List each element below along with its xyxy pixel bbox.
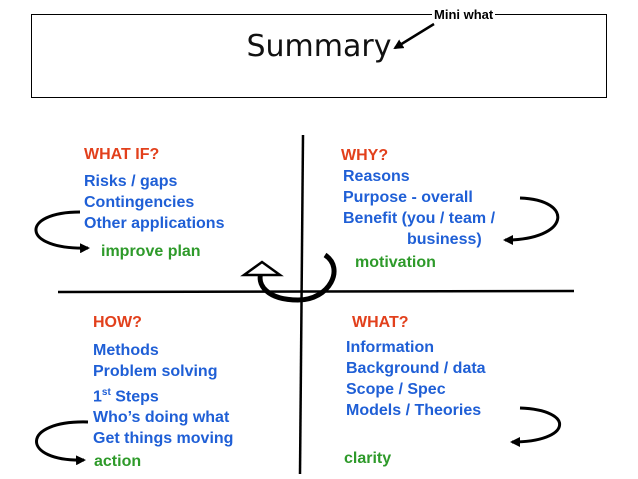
how-item: 1st Steps bbox=[93, 382, 233, 407]
why-heading: WHY? bbox=[341, 147, 389, 164]
how-item: Methods bbox=[93, 342, 159, 359]
why-outcome: motivation bbox=[355, 254, 436, 271]
title-box: Summary bbox=[31, 14, 607, 98]
what-heading: WHAT? bbox=[352, 314, 409, 331]
what-item: Scope / Spec bbox=[346, 381, 446, 398]
how-item-number: 1 bbox=[93, 388, 102, 406]
center-cycle-arrowhead bbox=[240, 260, 284, 277]
how-item-rest: Steps bbox=[110, 388, 159, 406]
what-item: Background / data bbox=[346, 360, 486, 377]
mini-note-arrow bbox=[393, 22, 435, 50]
how-heading: HOW? bbox=[93, 314, 142, 331]
what-outcome: clarity bbox=[344, 450, 392, 467]
how-items: Methods Problem solving 1st Steps Who’s … bbox=[93, 340, 233, 449]
how-curve-arrow bbox=[35, 420, 89, 466]
mini-what-note: Mini what bbox=[432, 7, 496, 22]
how-item: Problem solving bbox=[93, 363, 218, 380]
what-if-item: Other applications bbox=[84, 215, 225, 232]
what-if-item: Risks / gaps bbox=[84, 173, 178, 190]
why-item: Purpose - overall bbox=[343, 189, 473, 206]
what-items: Information Background / data Scope / Sp… bbox=[346, 337, 486, 421]
why-items: Reasons Purpose - overall Benefit (you /… bbox=[343, 166, 495, 250]
what-if-curve-arrow bbox=[34, 210, 90, 254]
what-if-item: Contingencies bbox=[84, 194, 195, 211]
how-item: Who’s doing what bbox=[93, 409, 230, 427]
what-item: Models / Theories bbox=[346, 402, 482, 419]
why-item: business) bbox=[407, 231, 482, 248]
what-if-heading: WHAT IF? bbox=[84, 146, 160, 163]
how-item-ordinal: st bbox=[101, 387, 111, 398]
what-if-items: Risks / gaps Contingencies Other applica… bbox=[84, 171, 224, 234]
how-item: Get things moving bbox=[93, 430, 234, 448]
what-if-outcome: improve plan bbox=[101, 243, 201, 260]
how-outcome: action bbox=[94, 453, 142, 470]
why-item: Benefit (you / team / bbox=[343, 210, 496, 227]
vertical-axis bbox=[298, 134, 305, 475]
horizontal-axis bbox=[57, 289, 575, 294]
page-title: Summary bbox=[246, 29, 392, 64]
center-cycle-arrow bbox=[257, 252, 337, 303]
what-item: Information bbox=[346, 339, 434, 356]
why-item: Reasons bbox=[343, 168, 410, 185]
what-curve-arrow bbox=[510, 406, 562, 447]
why-curve-arrow bbox=[503, 196, 560, 245]
